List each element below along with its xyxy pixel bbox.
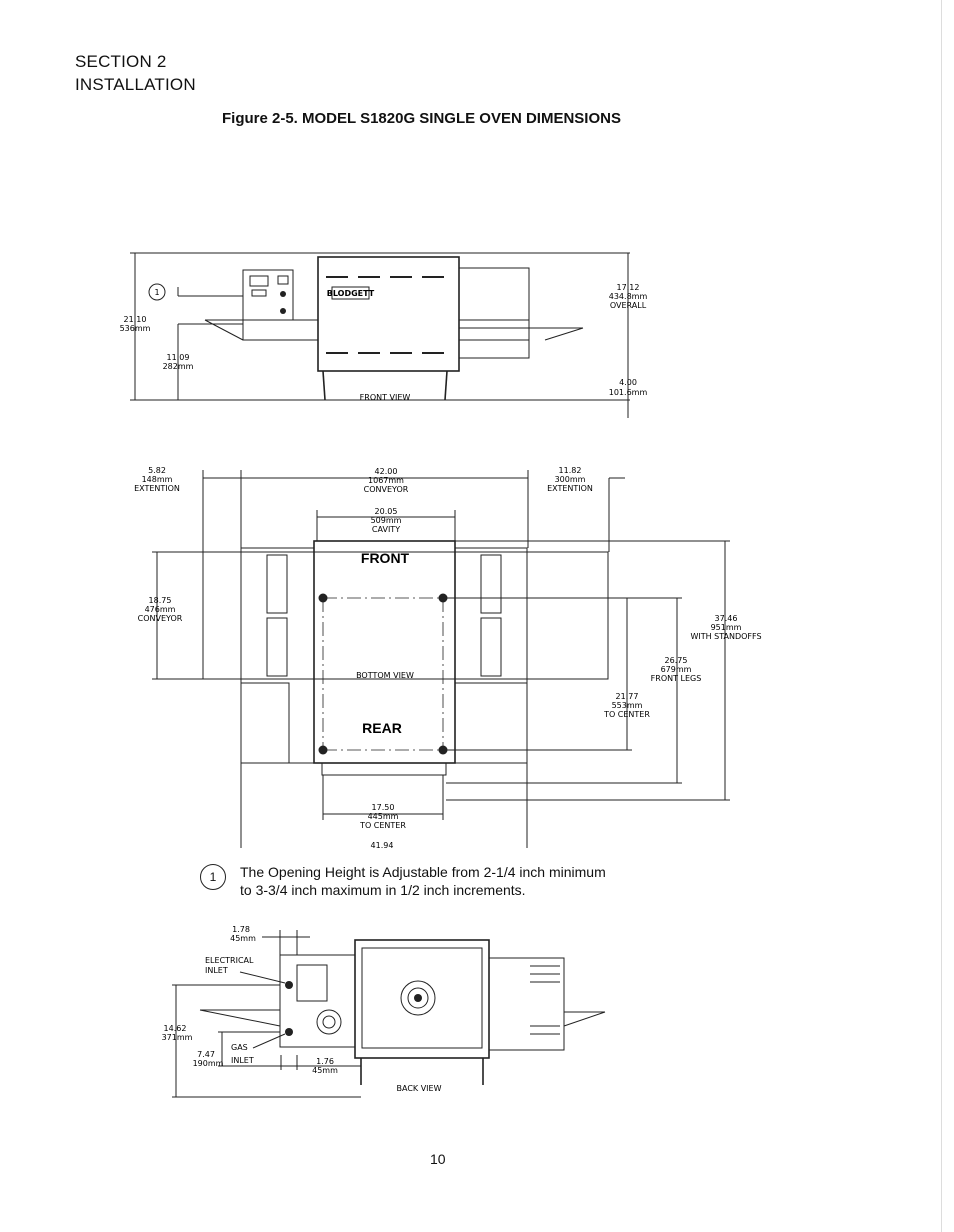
gas-inlet-point <box>285 1028 293 1036</box>
front-view-label: FRONT VIEW <box>360 393 411 402</box>
center-dim-label: TO CENTER <box>603 710 650 719</box>
bottom-view-label: BOTTOM VIEW <box>356 671 414 680</box>
leg-dim-mm: 101.6mm <box>609 388 648 397</box>
back-fan <box>400 980 436 1016</box>
leg-dim: 4.00 <box>619 378 637 387</box>
back-height-dim-mm: 371mm <box>162 1033 193 1042</box>
conv-width-dim-mm: 476mm <box>145 605 176 614</box>
height-dim-mm: 536mm <box>120 324 151 333</box>
back-bottom-dim: 1.76 <box>316 1057 334 1066</box>
center-dim: 21.77 <box>616 692 639 701</box>
back-view-label: BACK VIEW <box>397 1084 442 1093</box>
conv-width-dim: 18.75 <box>149 596 172 605</box>
ext-right-dim-mm: 300mm <box>555 475 586 484</box>
front-view-drawing: BLODGETT 1 21.10 536mm 11.09 <box>120 252 648 418</box>
front-label: FRONT <box>361 550 410 566</box>
front-legs-dim-mm: 679mm <box>661 665 692 674</box>
ext-left-dim-mm: 148mm <box>142 475 173 484</box>
conveyor-dim-mm: 1067mm <box>368 476 404 485</box>
conv-width-dim-label: CONVEYOR <box>138 614 183 623</box>
rear-label: REAR <box>362 720 402 736</box>
back-top-dim-mm: 45mm <box>230 934 256 943</box>
gas-dim: 7.47 <box>197 1050 215 1059</box>
callout-circle <box>148 283 166 301</box>
rear-center-dim: 17.50 <box>372 803 395 812</box>
figure-caption: Figure 2-5. MODEL S1820G SINGLE OVEN DIM… <box>222 110 621 127</box>
standoffs-dim-label: WITH STANDOFFS <box>690 632 761 641</box>
gas-inlet-label: GAS <box>231 1043 248 1052</box>
standoffs-dim: 37.46 <box>715 614 738 623</box>
front-legs-dim-label: FRONT LEGS <box>651 674 702 683</box>
conveyor-dim: 42.00 <box>375 467 398 476</box>
rear-center-dim-label: TO CENTER <box>359 821 406 830</box>
overall-dim-label: OVERALL <box>610 301 647 310</box>
standoffs-dim-mm: 951mm <box>711 623 742 632</box>
conveyor-belt <box>202 551 609 680</box>
cavity-dim: 20.05 <box>375 507 398 516</box>
note-line-1: The Opening Height is Adjustable from 2-… <box>240 864 606 880</box>
electrical-inlet-point <box>285 981 293 989</box>
conveyor-dim-label: CONVEYOR <box>364 485 409 494</box>
gas-dim-mm: 190mm <box>193 1059 224 1068</box>
control-fan <box>316 1009 342 1035</box>
conv-height-dim: 11.09 <box>167 353 190 362</box>
electrical-inlet-label-2: INLET <box>205 966 228 975</box>
ext-right-dim-label: EXTENTION <box>547 484 593 493</box>
center-dim-mm: 553mm <box>612 701 643 710</box>
cavity-dim-mm: 509mm <box>371 516 402 525</box>
note-line-2: to 3-3/4 inch maximum in 1/2 inch increm… <box>240 882 526 898</box>
back-oven-body <box>354 939 490 1059</box>
back-height-dim: 14.62 <box>164 1024 187 1033</box>
height-dim: 21.10 <box>124 315 147 324</box>
back-view-drawing: 1.78 45mm ELECTRICAL INLET 14.62 371mm G… <box>162 925 606 1098</box>
section-label: SECTION 2 <box>75 52 167 71</box>
back-top-dim: 1.78 <box>232 925 250 934</box>
total-dim: 41.94 <box>371 841 394 850</box>
brand-plate <box>331 286 370 300</box>
page-number: 10 <box>430 1151 446 1167</box>
ext-left-dim: 5.82 <box>148 466 166 475</box>
control-housing <box>279 954 356 1048</box>
gas-inlet-label-2: INLET <box>231 1056 254 1065</box>
overall-dim: 17.12 <box>617 283 640 292</box>
overall-dim-mm: 434.8mm <box>609 292 648 301</box>
back-bottom-dim-mm: 45mm <box>312 1066 338 1075</box>
section-title: INSTALLATION <box>75 75 196 94</box>
bottom-view-drawing: FRONT REAR BOTTOM VIEW 5.82 148mm EXTENT… <box>134 466 761 850</box>
ext-left-dim-label: EXTENTION <box>134 484 180 493</box>
conv-height-dim-mm: 282mm <box>163 362 194 371</box>
rear-center-dim-mm: 445mm <box>368 812 399 821</box>
note-number-circle: 1 <box>200 864 226 890</box>
brand-text: BLODGETT <box>327 289 375 298</box>
front-legs-dim: 26.75 <box>665 656 688 665</box>
cavity-dim-label: CAVITY <box>372 525 400 534</box>
page-edge-line <box>941 0 942 1232</box>
electrical-inlet-label: ELECTRICAL <box>205 956 254 965</box>
callout-number: 1 <box>154 288 159 297</box>
ext-right-dim: 11.82 <box>559 466 582 475</box>
